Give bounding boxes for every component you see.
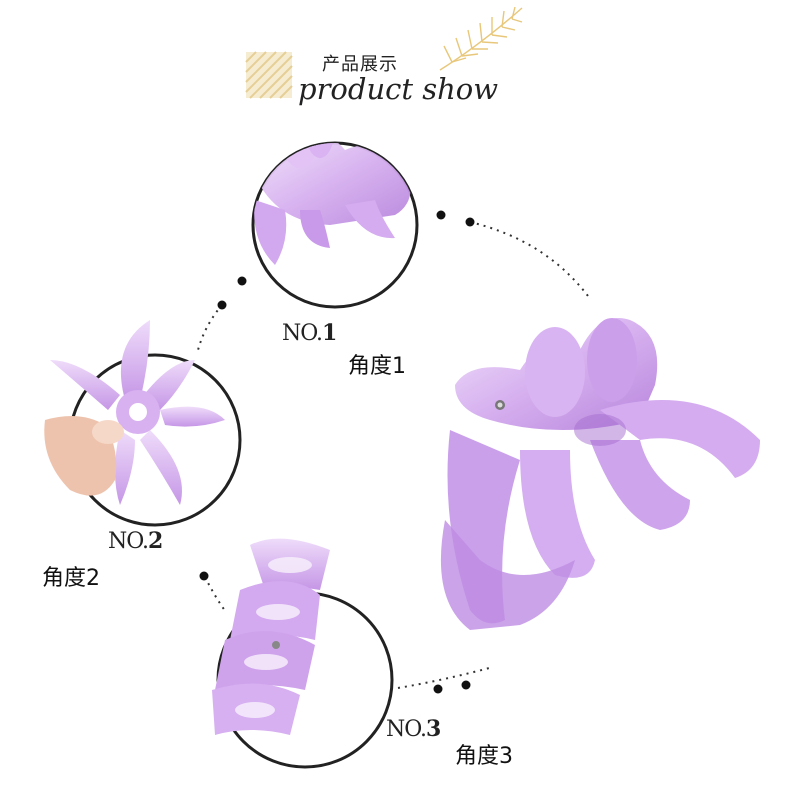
view-3-number-prefix: NO. — [386, 717, 427, 742]
leaf-decoration — [439, 6, 523, 71]
claw-clip-view-1 — [254, 143, 411, 265]
hatch-square-decoration — [245, 51, 293, 99]
view-1-number-prefix: NO. — [282, 321, 323, 346]
view-2-number-prefix: NO. — [108, 529, 149, 554]
view-1-angle-label: 角度1 — [348, 354, 406, 379]
finger — [44, 416, 124, 496]
view-1-circle — [251, 141, 419, 309]
claw-clip-view-3 — [212, 538, 330, 735]
connector-dots — [199, 210, 475, 694]
view-1-number-digit: 1 — [322, 320, 337, 346]
view-2-number-digit: 2 — [148, 528, 163, 554]
claw-clip-view-2 — [50, 320, 225, 505]
dotted-connector-arcs — [197, 221, 589, 689]
view-3-circle — [212, 538, 394, 769]
view-3-angle-label: 角度3 — [455, 744, 513, 769]
view-1-number: NO.1 — [282, 320, 337, 346]
view-2-circle — [44, 320, 242, 527]
view-3-number: NO.3 — [386, 716, 441, 742]
claw-clip-main — [440, 318, 760, 630]
title-english: product show — [298, 72, 499, 106]
title-chinese: 产品展示 — [322, 54, 398, 75]
view-2-number: NO.2 — [108, 528, 163, 554]
view-3-number-digit: 3 — [426, 716, 441, 742]
view-2-angle-label: 角度2 — [42, 566, 100, 591]
